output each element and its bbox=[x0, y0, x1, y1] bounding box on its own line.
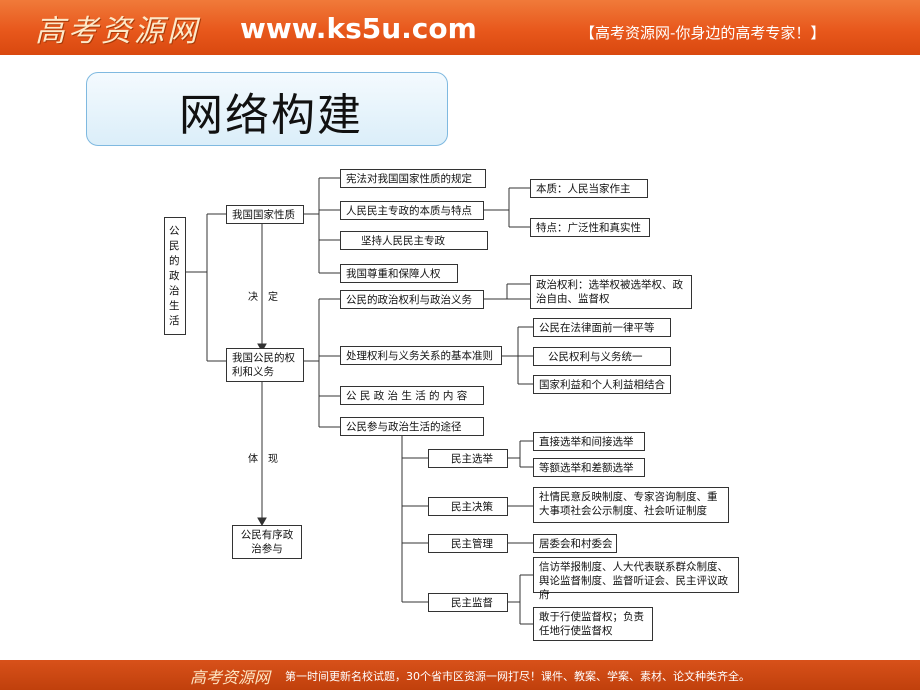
item-participation-channels: 公民参与政治生活的途径 bbox=[340, 417, 484, 436]
principle-equality: 公民在法律面前一律平等 bbox=[533, 318, 671, 337]
path-decision: 民主决策 bbox=[428, 497, 508, 516]
supervision-exercise: 敢于行使监督权；负责任地行使监督权 bbox=[533, 607, 653, 641]
sub-features: 特点：广泛性和真实性 bbox=[530, 218, 650, 237]
supervision-systems: 信访举报制度、人大代表联系群众制度、舆论监督制度、监督听证会、民主评议政府 bbox=[533, 557, 739, 601]
principle-unity: 公民权利与义务统一 bbox=[533, 347, 671, 366]
item-constitution-provision: 宪法对我国国家性质的规定 bbox=[340, 169, 486, 188]
path-supervision: 民主监督 bbox=[428, 593, 508, 612]
root-node: 公民的政治生活 bbox=[164, 217, 186, 335]
item-basic-principles: 处理权利与义务关系的基本准则 bbox=[340, 346, 502, 365]
political-rights-detail: 政治权利：选举权被选举权、政治自由、监督权 bbox=[530, 275, 692, 309]
branch-citizen-rights: 我国公民的权利和义务 bbox=[226, 348, 304, 382]
concept-map: 公民的政治生活 我国国家性质 宪法对我国国家性质的规定 人民民主专政的本质与特点… bbox=[152, 162, 742, 652]
election-equal-competitive: 等额选举和差额选举 bbox=[533, 458, 645, 477]
branch-orderly-participation: 公民有序政治参与 bbox=[232, 525, 302, 559]
election-direct-indirect: 直接选举和间接选举 bbox=[533, 432, 645, 451]
section-title: 网络构建 bbox=[179, 90, 363, 141]
footer-banner: 高考资源网 第一时间更新名校试题，30个省市区资源一网打尽！课件、教案、学案、素… bbox=[0, 660, 920, 690]
site-url[interactable]: www.ks5u.com bbox=[240, 12, 477, 45]
connector-lines bbox=[186, 177, 533, 625]
item-dictatorship-essence: 人民民主专政的本质与特点 bbox=[340, 201, 484, 220]
relation-embodies: 体 现 bbox=[248, 454, 278, 465]
item-human-rights: 我国尊重和保障人权 bbox=[340, 264, 458, 283]
sub-essence: 本质：人民当家作主 bbox=[530, 179, 648, 198]
item-uphold-dictatorship: 坚持人民民主专政 bbox=[340, 231, 488, 250]
branch-national-nature: 我国国家性质 bbox=[226, 205, 304, 224]
management-committees: 居委会和村委会 bbox=[533, 534, 617, 553]
header-banner: 高考资源网 www.ks5u.com 【高考资源网-你身边的高考专家！】 bbox=[0, 0, 920, 55]
path-management: 民主管理 bbox=[428, 534, 508, 553]
footer-logo[interactable]: 高考资源网 bbox=[190, 668, 271, 687]
item-political-rights-duties: 公民的政治权利与政治义务 bbox=[340, 290, 484, 309]
section-title-box: 网络构建 bbox=[86, 72, 448, 146]
decision-systems: 社情民意反映制度、专家咨询制度、重大事项社会公示制度、社会听证制度 bbox=[533, 487, 729, 523]
path-election: 民主选举 bbox=[428, 449, 508, 468]
site-slogan: 【高考资源网-你身边的高考专家！】 bbox=[580, 24, 826, 42]
principle-interests: 国家利益和个人利益相结合 bbox=[533, 375, 671, 394]
site-logo[interactable]: 高考资源网 bbox=[35, 14, 200, 49]
relation-decides: 决 定 bbox=[248, 292, 278, 303]
footer-text: 第一时间更新名校试题，30个省市区资源一网打尽！课件、教案、学案、素材、论文种类… bbox=[285, 670, 750, 683]
item-political-life-content: 公 民 政 治 生 活 的 内 容 bbox=[340, 386, 484, 405]
